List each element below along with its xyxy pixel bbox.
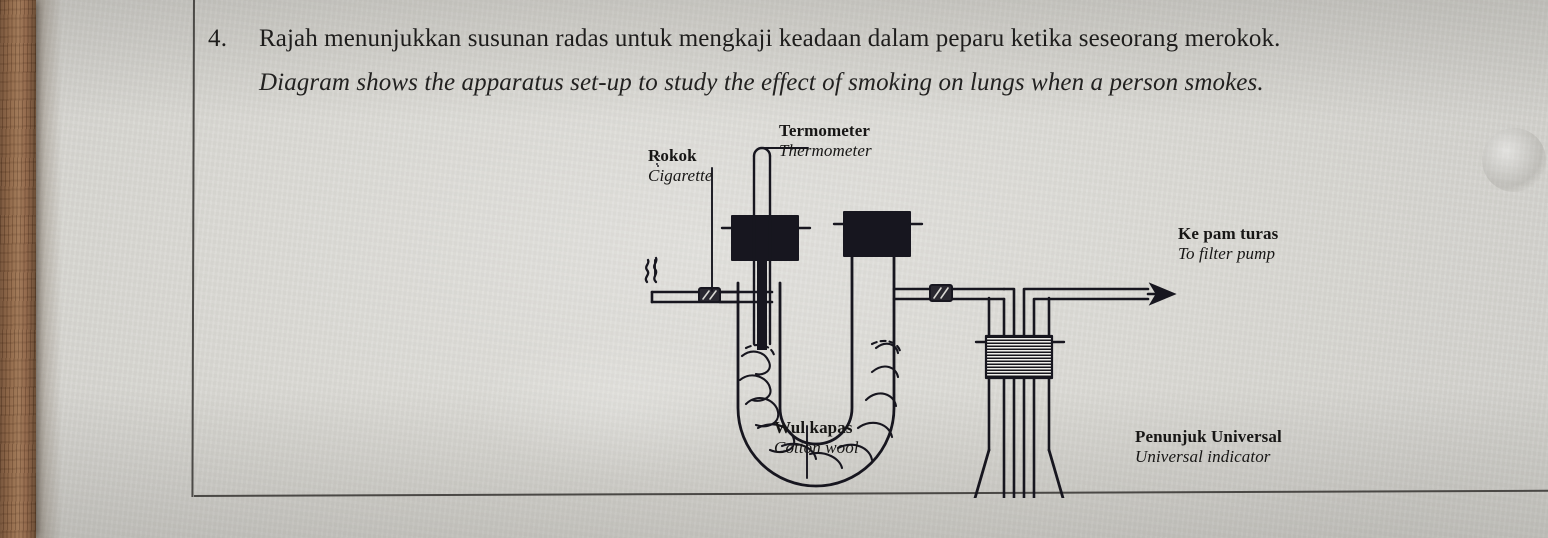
question-text-english: Diagram shows the apparatus set-up to st… (259, 69, 1264, 96)
label-universal-indicator-malay: Penunjuk Universal (1135, 427, 1282, 446)
label-cigarette: Rokok Cigarette (648, 146, 712, 186)
apparatus-diagram (600, 108, 1400, 498)
tube-connector-right (929, 284, 953, 302)
wooden-desk-edge (0, 0, 36, 538)
label-thermometer-english: Thermometer (779, 141, 872, 161)
cigarette-component (650, 290, 741, 304)
label-universal-indicator-english: Universal indicator (1135, 447, 1271, 467)
question-number: 4. (208, 25, 228, 52)
rubber-stopper-right (832, 211, 924, 257)
question-text-malay: Rajah menunjukkan susunan radas untuk me… (259, 25, 1281, 52)
label-cotton-wool-malay: Wul kapas (774, 418, 853, 437)
cotton-wool-packing (738, 339, 902, 470)
outlet-tube-to-pump (1022, 287, 1150, 498)
label-thermometer-malay: Termometer (779, 121, 870, 140)
label-cigarette-malay: Rokok (648, 146, 697, 165)
flask-rubber-stopper (974, 334, 1066, 380)
conical-flask (973, 296, 1065, 498)
wood-grain-texture (0, 0, 36, 538)
label-leader-lines (654, 147, 809, 479)
label-filter-pump: Ke pam turas To filter pump (1178, 224, 1278, 264)
u-tube (736, 219, 896, 488)
apparatus-diagram-svg (644, 146, 1177, 498)
label-cigarette-english: Cigarette (648, 166, 713, 186)
tube-connector-left (698, 287, 721, 303)
label-universal-indicator: Penunjuk Universal Universal indicator (1135, 427, 1282, 467)
label-cotton-wool: Wul kapas Cotton wool (774, 418, 859, 458)
delivery-tube-to-flask (892, 287, 1016, 498)
label-filter-pump-malay: Ke pam turas (1178, 224, 1279, 243)
label-thermometer: Termometer Thermometer (779, 121, 872, 161)
label-filter-pump-english: To filter pump (1178, 244, 1276, 264)
label-cotton-wool-english: Cotton wool (774, 438, 859, 458)
